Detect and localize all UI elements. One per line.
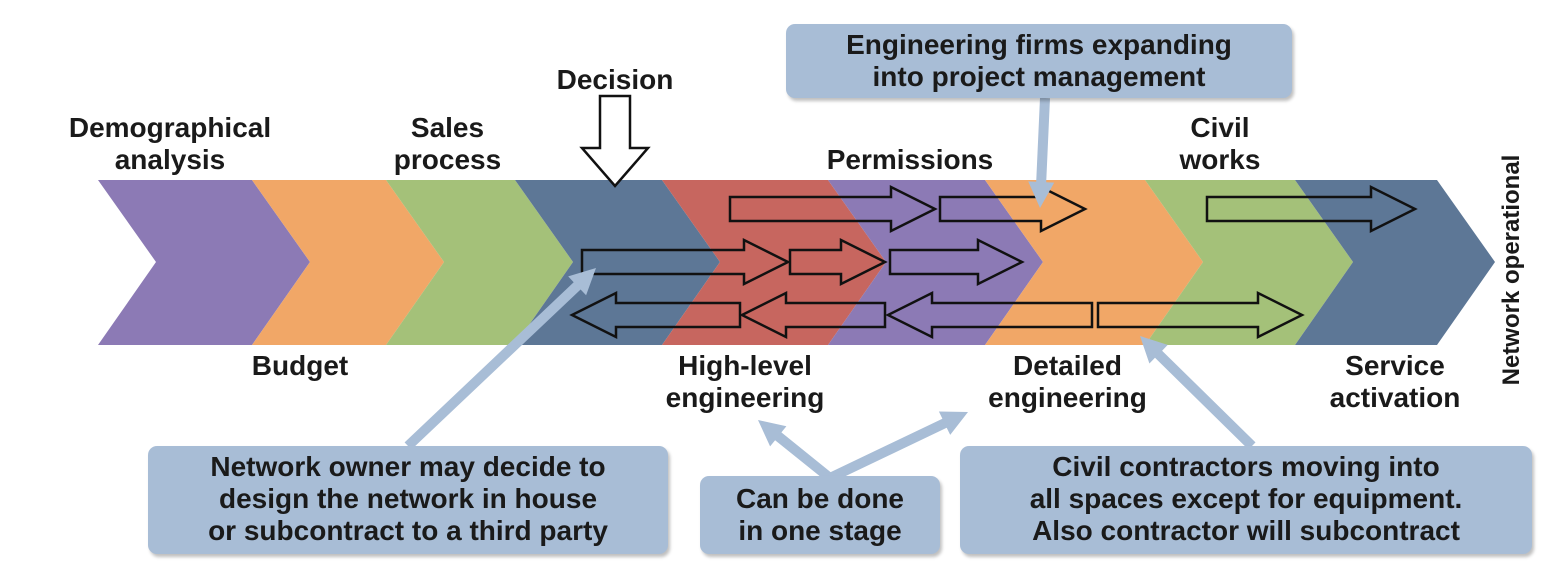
label-high-level-engineering: High-level engineering bbox=[665, 350, 825, 413]
callout-engineering-firms: Engineering firms expanding into project… bbox=[786, 24, 1292, 98]
decision-down-arrow bbox=[579, 94, 651, 188]
label-demographical-analysis: Demographical analysis bbox=[68, 112, 272, 175]
callout-civil-contractors: Civil contractors moving into all spaces… bbox=[960, 446, 1532, 554]
label-permissions: Permissions bbox=[826, 144, 994, 175]
chevron-budget bbox=[252, 180, 444, 345]
label-service-activation: Service activation bbox=[1329, 350, 1461, 413]
flow-arrow-engineering-1 bbox=[788, 237, 888, 287]
flow-arrow-permissions-1 bbox=[728, 184, 938, 234]
flow-arrow-civil-works bbox=[1205, 184, 1418, 234]
flow-arrow-detailed-to-civil bbox=[1096, 290, 1305, 340]
flow-arrow-engineering-2 bbox=[888, 237, 1025, 287]
label-detailed-engineering: Detailed engineering bbox=[988, 350, 1147, 413]
pointer-one-stage-high-level bbox=[758, 420, 834, 482]
flow-arrow-decision-to-engineering bbox=[580, 237, 791, 287]
pointer-engineering-firms bbox=[1028, 97, 1055, 208]
flow-arrow-back-to-decision bbox=[569, 290, 742, 340]
callout-network-owner: Network owner may decide to design the n… bbox=[148, 446, 668, 554]
pointer-one-stage-detailed bbox=[827, 411, 968, 483]
label-sales-process: Sales process bbox=[393, 112, 502, 175]
label-decision: Decision bbox=[556, 64, 674, 95]
label-budget: Budget bbox=[251, 350, 349, 381]
label-civil-works: Civil works bbox=[1179, 112, 1261, 175]
pointer-civil-contractors bbox=[1140, 336, 1256, 450]
chevron-demographical-analysis bbox=[98, 180, 310, 345]
label-network-operational: Network operational bbox=[1498, 154, 1525, 386]
flow-arrow-back-permissions bbox=[885, 290, 1094, 340]
flow-arrow-back-engineering bbox=[739, 290, 887, 340]
pointer-network-owner bbox=[404, 268, 596, 450]
chevron-sales-process bbox=[386, 180, 573, 345]
callout-one-stage: Can be done in one stage bbox=[700, 476, 940, 554]
